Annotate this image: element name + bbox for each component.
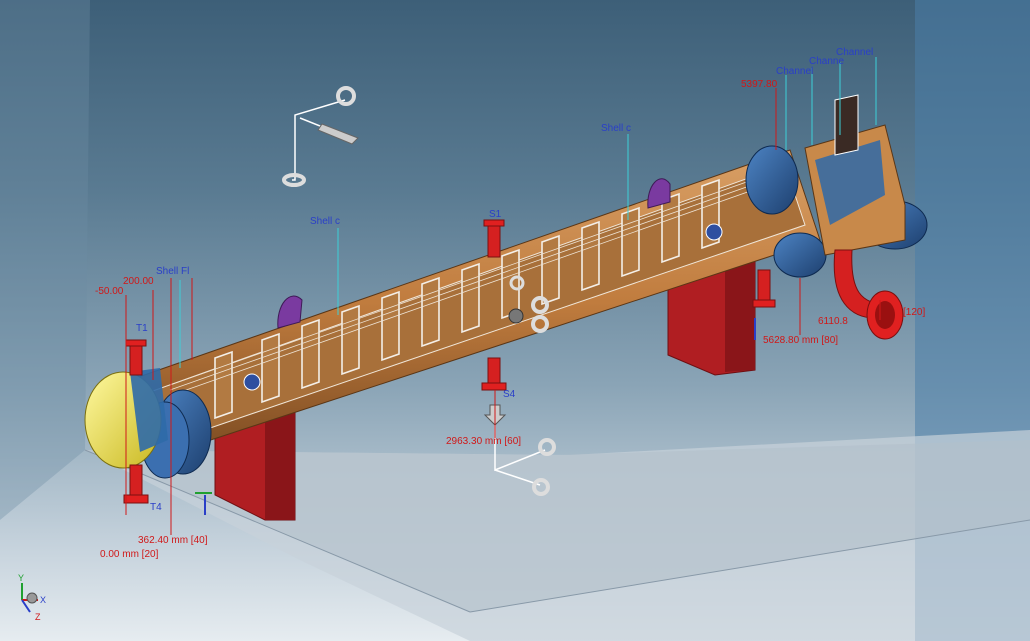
triad-label-z: Z <box>35 612 41 622</box>
dim-label-120: [120] <box>903 307 926 318</box>
lifting-lug-right[interactable] <box>647 178 671 209</box>
dim-label-0: 0.00 mm [20] <box>100 549 159 560</box>
tube-sheet-marker-left <box>243 373 261 391</box>
dim-label-362: 362.40 mm [40] <box>138 535 208 546</box>
tag-channel-2: Channe <box>809 56 845 67</box>
pivot-sphere[interactable] <box>508 308 524 324</box>
channel-cut-face <box>815 140 885 225</box>
lifting-lug-left[interactable] <box>277 295 303 329</box>
left-wall-plane <box>0 0 90 520</box>
rotate-icon-center-a[interactable] <box>538 438 556 456</box>
dim-label-minus50: -50.00 <box>95 286 124 297</box>
dim-label-200: 200.00 <box>123 276 154 287</box>
tube-bundle-lines <box>169 171 777 396</box>
axis-gizmo-left[interactable] <box>195 492 212 515</box>
rotate-icon-shell-c[interactable] <box>509 275 525 291</box>
tag-shell-c-left: Shell c <box>310 216 341 227</box>
nozzle-s1[interactable] <box>483 219 505 258</box>
floor-shadow <box>85 440 1030 612</box>
view-triad[interactable] <box>21 583 38 613</box>
leader-lines <box>125 57 881 535</box>
tag-nozzle-s4: S4 <box>503 389 516 400</box>
rotate-icon-top[interactable] <box>336 86 356 106</box>
nozzle-t4[interactable] <box>123 464 149 504</box>
rotate-icon-bottom[interactable] <box>282 173 306 187</box>
triad-label-x: X <box>40 595 47 605</box>
rotate-icon-center-b[interactable] <box>532 478 550 496</box>
dim-label-2963: 2963.30 mm [60] <box>446 436 522 447</box>
tag-nozzle-s1: S1 <box>489 209 502 220</box>
nozzle-t1[interactable] <box>125 339 147 376</box>
tag-channel-1: Channel <box>776 66 814 77</box>
rotate-icon-shell-b[interactable] <box>531 315 549 333</box>
dim-label-5628: 5628.80 mm [80] <box>763 335 839 346</box>
tag-shell-c-right: Shell c <box>601 123 632 134</box>
dim-label-5397: 5397.80 <box>741 79 778 90</box>
outlet-elbow-bore <box>875 301 895 329</box>
head-cut-face <box>130 368 168 452</box>
channel-flange-right-2[interactable] <box>773 232 827 278</box>
floor-edge <box>84 449 471 613</box>
nozzle-s4[interactable] <box>481 357 507 391</box>
saddle-support-left-side <box>265 405 295 520</box>
tag-shell-flange: Shell Fl <box>156 266 190 277</box>
tag-nozzle-t1: T1 <box>136 323 148 334</box>
rotate-icon-shell-a[interactable] <box>531 296 549 314</box>
channel-flange-right-1[interactable] <box>745 145 799 215</box>
tag-nozzle-t4: T4 <box>150 502 162 513</box>
nozzle-right-bottom[interactable] <box>752 269 776 308</box>
saddle-support-right-side <box>725 260 755 372</box>
move-arrow-icon[interactable] <box>317 123 359 145</box>
tube-sheet-marker-right <box>705 223 723 241</box>
floor-edge-2 <box>469 519 1030 613</box>
triad-label-y: Y <box>18 573 25 583</box>
dim-label-6110: 6110.8 <box>818 316 848 327</box>
tag-channel-3: Channel <box>836 47 874 58</box>
channel-partition <box>834 94 859 156</box>
